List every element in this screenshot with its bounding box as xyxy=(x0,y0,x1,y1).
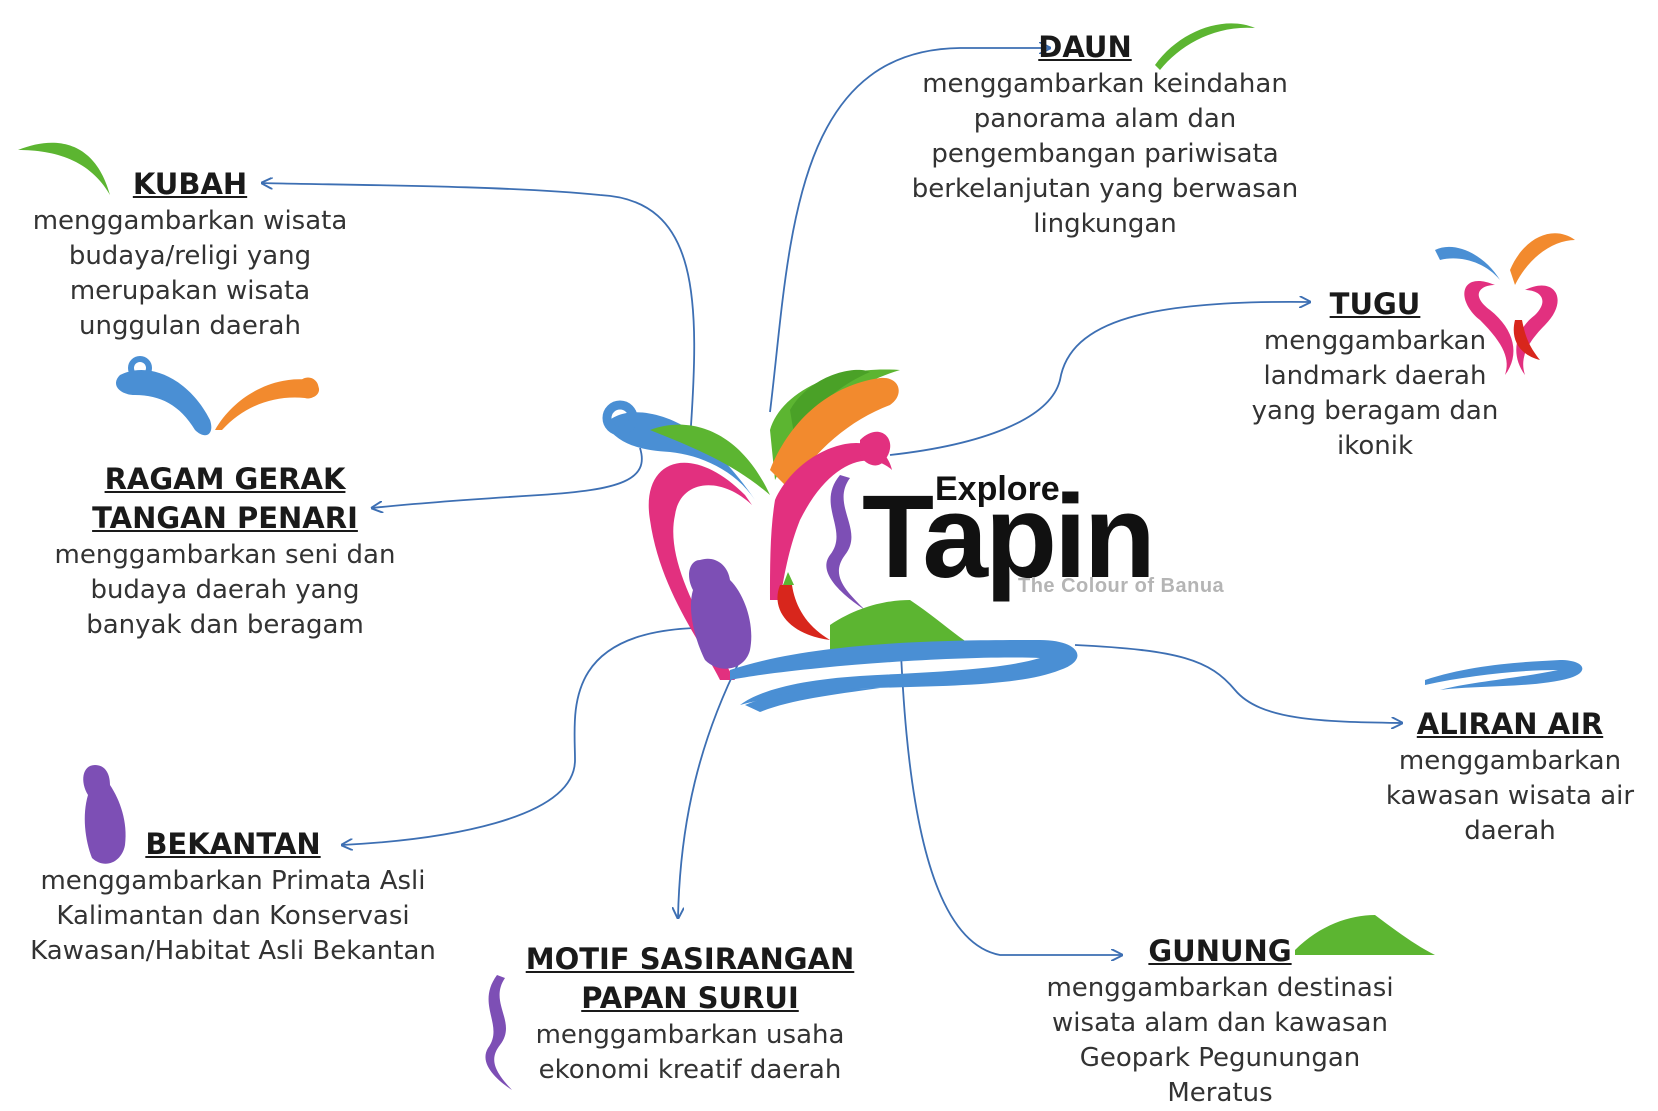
proboscis-monkey-icon xyxy=(83,765,126,864)
node-bekantan-description: menggambarkan Primata Asli Kalimantan da… xyxy=(30,866,436,966)
mountain-icon xyxy=(1295,915,1435,955)
arrow-to-daun xyxy=(769,48,1050,413)
node-kubah-title: KUBAH xyxy=(132,167,248,201)
arrow-to-ragam xyxy=(372,447,643,508)
node-kubah-description: menggambarkan wisata budaya/religi yang … xyxy=(32,206,348,341)
node-bekantan: BEKANTAN menggambarkan Primata Asli Kali… xyxy=(8,825,458,969)
central-logo-emblem xyxy=(602,369,1078,712)
arrow-to-tugu xyxy=(889,302,1310,456)
leaf-icon xyxy=(18,142,110,195)
logo-explore-text: Explore xyxy=(935,470,1060,508)
arrow-to-bekantan xyxy=(342,627,698,845)
sasirangan-motif-icon xyxy=(485,975,512,1090)
node-motif-sasirangan-title: MOTIF SASIRANGAN PAPAN SURUI xyxy=(525,942,855,1015)
dancer-hands-icon xyxy=(115,356,320,436)
node-motif-sasirangan: MOTIF SASIRANGAN PAPAN SURUI menggambark… xyxy=(520,940,860,1088)
node-gunung-title: GUNUNG xyxy=(1148,934,1292,968)
node-ragam-gerak-description: menggambarkan seni dan budaya daerah yan… xyxy=(54,540,396,640)
node-tugu-description: menggambarkan landmark daerah yang berag… xyxy=(1251,326,1499,461)
logo-tagline-text: The Colour of Banua xyxy=(1018,575,1225,597)
node-motif-sasirangan-description: menggambarkan usaha ekonomi kreatif daer… xyxy=(535,1020,845,1085)
node-aliran-air: ALIRAN AIR menggambarkan kawasan wisata … xyxy=(1365,705,1655,849)
arrow-to-gunung xyxy=(899,629,1122,955)
arrow-to-kubah xyxy=(262,183,696,441)
node-bekantan-title: BEKANTAN xyxy=(145,827,321,861)
node-kubah: KUBAH menggambarkan wisata budaya/religi… xyxy=(15,165,365,344)
leaf-icon xyxy=(1155,23,1255,70)
monument-icon xyxy=(1435,233,1575,375)
node-ragam-gerak: RAGAM GERAK TANGAN PENARI menggambarkan … xyxy=(25,460,425,643)
node-daun: DAUN menggambarkan keindahan panorama al… xyxy=(880,28,1330,242)
node-ragam-gerak-title: RAGAM GERAK TANGAN PENARI xyxy=(92,462,358,535)
node-daun-description: menggambarkan keindahan panorama alam da… xyxy=(911,69,1299,239)
arrow-to-motif xyxy=(678,659,741,918)
node-aliran-air-title: ALIRAN AIR xyxy=(1416,707,1604,741)
node-tugu-title: TUGU xyxy=(1329,287,1421,321)
water-wave-icon xyxy=(1425,660,1583,690)
logo-name-text: Tapin xyxy=(862,471,1156,603)
node-aliran-air-description: menggambarkan kawasan wisata air daerah xyxy=(1385,746,1635,846)
node-gunung-description: menggambarkan destinasi wisata alam dan … xyxy=(1046,973,1394,1108)
node-gunung: GUNUNG menggambarkan destinasi wisata al… xyxy=(1020,932,1420,1111)
node-daun-title: DAUN xyxy=(1038,30,1132,64)
arrow-to-aliran xyxy=(1074,644,1402,723)
node-tugu: TUGU menggambarkan landmark daerah yang … xyxy=(1225,285,1525,464)
